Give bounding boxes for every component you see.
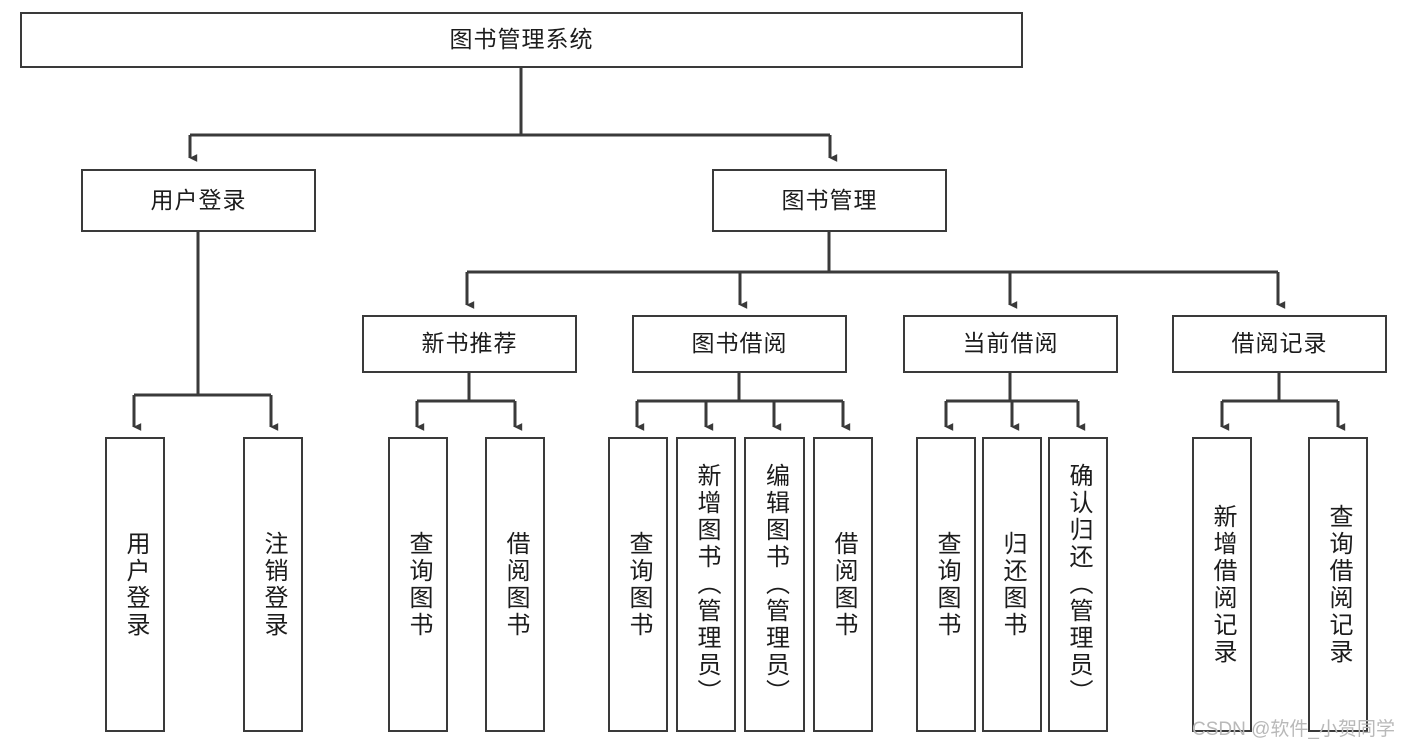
- node-leaf-borrow-book-1-label: 借阅图书: [502, 530, 529, 639]
- node-leaf-return-book-label: 归还图书: [999, 530, 1026, 639]
- node-leaf-query-book-3-label: 查询图书: [933, 530, 960, 639]
- node-leaf-add-book-label: 新增图书（管理员）: [693, 463, 720, 706]
- node-new-book-rec-label: 新书推荐: [421, 330, 518, 357]
- csdn-watermark: CSDN @软件_小贺同学: [1192, 719, 1395, 740]
- node-borrow-record-label: 借阅记录: [1231, 330, 1328, 357]
- node-leaf-query-book-3[interactable]: 查询图书: [916, 437, 976, 732]
- node-leaf-return-book[interactable]: 归还图书: [982, 437, 1042, 732]
- node-new-book-rec[interactable]: 新书推荐: [362, 315, 577, 373]
- node-leaf-borrow-book-2[interactable]: 借阅图书: [813, 437, 873, 732]
- node-leaf-query-book-1[interactable]: 查询图书: [388, 437, 448, 732]
- node-borrow-record[interactable]: 借阅记录: [1172, 315, 1387, 373]
- node-user-login-label: 用户登录: [150, 186, 247, 213]
- node-leaf-user-logout[interactable]: 注销登录: [243, 437, 303, 732]
- node-leaf-query-record-label: 查询借阅记录: [1325, 503, 1352, 666]
- node-leaf-add-record-label: 新增借阅记录: [1209, 503, 1236, 666]
- node-leaf-query-book-2-label: 查询图书: [625, 530, 652, 639]
- node-leaf-user-login[interactable]: 用户登录: [105, 437, 165, 732]
- node-book-manage[interactable]: 图书管理: [712, 169, 947, 232]
- node-leaf-query-record[interactable]: 查询借阅记录: [1308, 437, 1368, 732]
- node-leaf-user-login-label: 用户登录: [122, 530, 149, 639]
- node-leaf-edit-book[interactable]: 编辑图书（管理员）: [744, 437, 805, 732]
- node-leaf-user-logout-label: 注销登录: [260, 530, 287, 639]
- node-leaf-edit-book-label: 编辑图书（管理员）: [761, 463, 789, 706]
- node-leaf-add-book[interactable]: 新增图书（管理员）: [676, 437, 736, 732]
- node-leaf-borrow-book-2-label: 借阅图书: [830, 530, 857, 639]
- node-root[interactable]: 图书管理系统: [20, 12, 1023, 68]
- node-root-label: 图书管理系统: [449, 26, 594, 53]
- node-leaf-confirm-return-label: 确认归还（管理员）: [1065, 463, 1092, 706]
- node-leaf-borrow-book-1[interactable]: 借阅图书: [485, 437, 545, 732]
- node-leaf-add-record[interactable]: 新增借阅记录: [1192, 437, 1252, 732]
- node-current-borrow-label: 当前借阅: [962, 330, 1059, 357]
- node-leaf-query-book-2[interactable]: 查询图书: [608, 437, 668, 732]
- node-leaf-confirm-return[interactable]: 确认归还（管理员）: [1048, 437, 1108, 732]
- node-leaf-query-book-1-label: 查询图书: [405, 530, 432, 639]
- node-current-borrow[interactable]: 当前借阅: [903, 315, 1118, 373]
- node-book-borrow-label: 图书借阅: [691, 330, 788, 357]
- node-book-manage-label: 图书管理: [781, 186, 878, 213]
- node-user-login[interactable]: 用户登录: [81, 169, 316, 232]
- node-book-borrow[interactable]: 图书借阅: [632, 315, 847, 373]
